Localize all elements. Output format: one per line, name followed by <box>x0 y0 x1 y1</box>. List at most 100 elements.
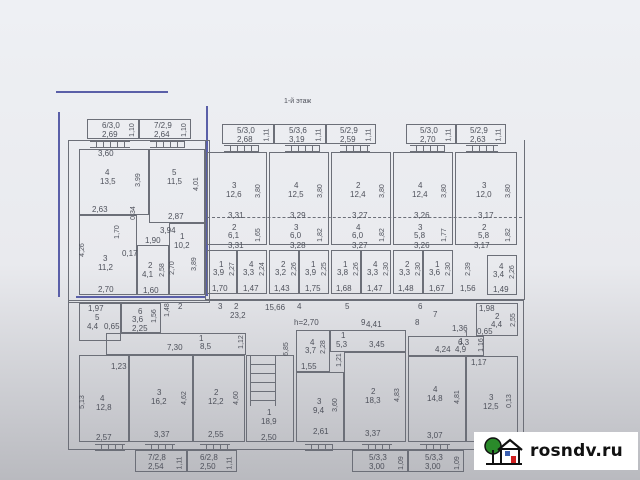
balcony-width: 2,70 <box>420 135 436 144</box>
dim: 2,30 <box>382 262 390 276</box>
stairwell: 1 18,9 2,50 <box>246 355 294 442</box>
room-number: 1 <box>199 334 204 343</box>
room-area: 4,4 <box>491 320 503 329</box>
room-area: 12,0 <box>476 190 492 199</box>
dim: 1,47 <box>243 284 259 293</box>
rosndv-watermark[interactable]: rosndv.ru <box>474 432 638 470</box>
room-c1-4: 4 3,3 2,24 1,47 <box>237 250 267 294</box>
dim: 3,27 <box>352 211 368 220</box>
wing-south-outer-wall <box>68 300 524 450</box>
dim: 1,23 <box>111 362 127 371</box>
dim: 3,89 <box>190 257 198 271</box>
window <box>410 145 445 152</box>
dashed-divider <box>207 217 522 218</box>
dim: 6,85 <box>282 342 290 356</box>
room-area: 6,0 <box>290 231 302 240</box>
room-area: 12,8 <box>96 403 112 412</box>
balcony-s-1: 5/3,3 3,00 1,09 <box>352 450 408 472</box>
axis-marker: 6 <box>418 302 423 311</box>
dim: 2,39 <box>464 262 472 276</box>
room-se-2: 1,98 2 4,4 0,65 2,55 <box>476 303 518 336</box>
room-area: 5,8 <box>478 231 490 240</box>
balcony-width: 2,59 <box>340 135 356 144</box>
dim: 4,81 <box>453 390 461 404</box>
dim: 1,36 <box>452 324 468 333</box>
balcony-label: 5/3,6 <box>289 126 307 135</box>
dim: 1,97 <box>88 304 104 313</box>
dim: 2,63 <box>92 205 108 214</box>
balcony-width: 3,00 <box>369 462 385 471</box>
room-c3-4b: 4 3,3 2,30 1,47 <box>361 250 391 294</box>
room-area: 3,9 <box>305 268 317 277</box>
dim: 3,80 <box>440 184 448 198</box>
dim: 3,27 <box>352 241 368 250</box>
dim: 5,13 <box>78 395 86 409</box>
balcony-depth: 1,09 <box>397 456 405 470</box>
dim: 1,77 <box>440 228 448 242</box>
dim: 3,60 <box>98 149 114 158</box>
dim: 4,62 <box>180 391 188 405</box>
dim: 2,58 <box>158 263 166 277</box>
room-nw-3: 4,26 3 11,2 2,70 <box>79 215 137 295</box>
room-number: 2 <box>356 181 361 190</box>
dim: 2,70 <box>98 285 114 294</box>
room-number: 4 <box>356 223 361 232</box>
room-c5-4: 4 3,4 2,26 1,49 <box>487 255 517 295</box>
window <box>95 444 125 451</box>
dim: 1,21 <box>335 353 343 367</box>
room-area: 23,2 <box>230 311 246 320</box>
room-area: 3,6 <box>429 268 441 277</box>
balcony-depth: 1,10 <box>180 123 188 137</box>
house-tree-logo-icon <box>484 437 523 465</box>
selection-line-bottom <box>76 296 206 298</box>
dim: 3,26 <box>414 211 430 220</box>
dim: 1,68 <box>336 284 352 293</box>
balcony-s-2: 5/3,3 3,00 1,09 <box>408 450 464 472</box>
room-number: 1 <box>341 331 346 340</box>
balcony-label: 5/3,0 <box>237 126 255 135</box>
dim: 4,41 <box>366 320 382 329</box>
dim: 1,12 <box>237 335 245 349</box>
room-number: 5 <box>172 168 177 177</box>
room-number: 1 <box>459 337 464 346</box>
room-number: 1 <box>343 260 348 269</box>
room-number: 2 <box>214 388 219 397</box>
room-se-4: 4 14,8 4,81 3,07 <box>408 356 466 442</box>
dim: 3,60 <box>331 398 339 412</box>
room-nw-5: 5 11,5 4,01 2,87 <box>149 149 205 223</box>
balcony-ne-1: 5/3,0 2,70 1,11 <box>406 124 456 144</box>
dim: 3,37 <box>154 430 170 439</box>
room-area: 12,5 <box>483 402 499 411</box>
room-area: 3,6 <box>132 315 144 324</box>
balcony-width: 2,69 <box>102 130 118 139</box>
room-number: 3 <box>418 223 423 232</box>
room-area: 18,3 <box>365 396 381 405</box>
room-sc-2: 2 18,3 4,83 3,37 <box>344 352 406 442</box>
dim: 7,30 <box>167 343 183 352</box>
axis-marker: 2 <box>178 302 183 311</box>
room-area: 6,1 <box>228 231 240 240</box>
room-area: 11,2 <box>98 263 113 272</box>
dim: 3,94 <box>160 226 176 235</box>
balcony-depth: 1,09 <box>453 456 461 470</box>
floor-title: 1-й этаж <box>284 98 312 105</box>
balcony-depth: 1,11 <box>495 128 503 142</box>
window <box>150 141 185 148</box>
dim: 1,17 <box>471 358 487 367</box>
room-area: 13,5 <box>100 177 116 186</box>
room-number: 2 <box>495 312 500 321</box>
dim: 2,61 <box>313 427 329 436</box>
room-se-3: 1,17 3 12,5 0,13 <box>466 356 518 442</box>
room-number: 3 <box>232 181 237 190</box>
room-area: 11,5 <box>167 177 182 186</box>
dim: 1,70 <box>212 284 228 293</box>
room-number: 4 <box>499 262 504 271</box>
dim: 3,29 <box>290 211 306 220</box>
dim: 0,65 <box>477 327 493 336</box>
balcony-depth: 1,11 <box>445 128 453 142</box>
window <box>224 145 259 152</box>
stairs-icon <box>250 356 276 406</box>
dim: 4,26 <box>78 243 86 257</box>
dim: 3,99 <box>134 173 142 187</box>
room-number: 3 <box>157 388 162 397</box>
